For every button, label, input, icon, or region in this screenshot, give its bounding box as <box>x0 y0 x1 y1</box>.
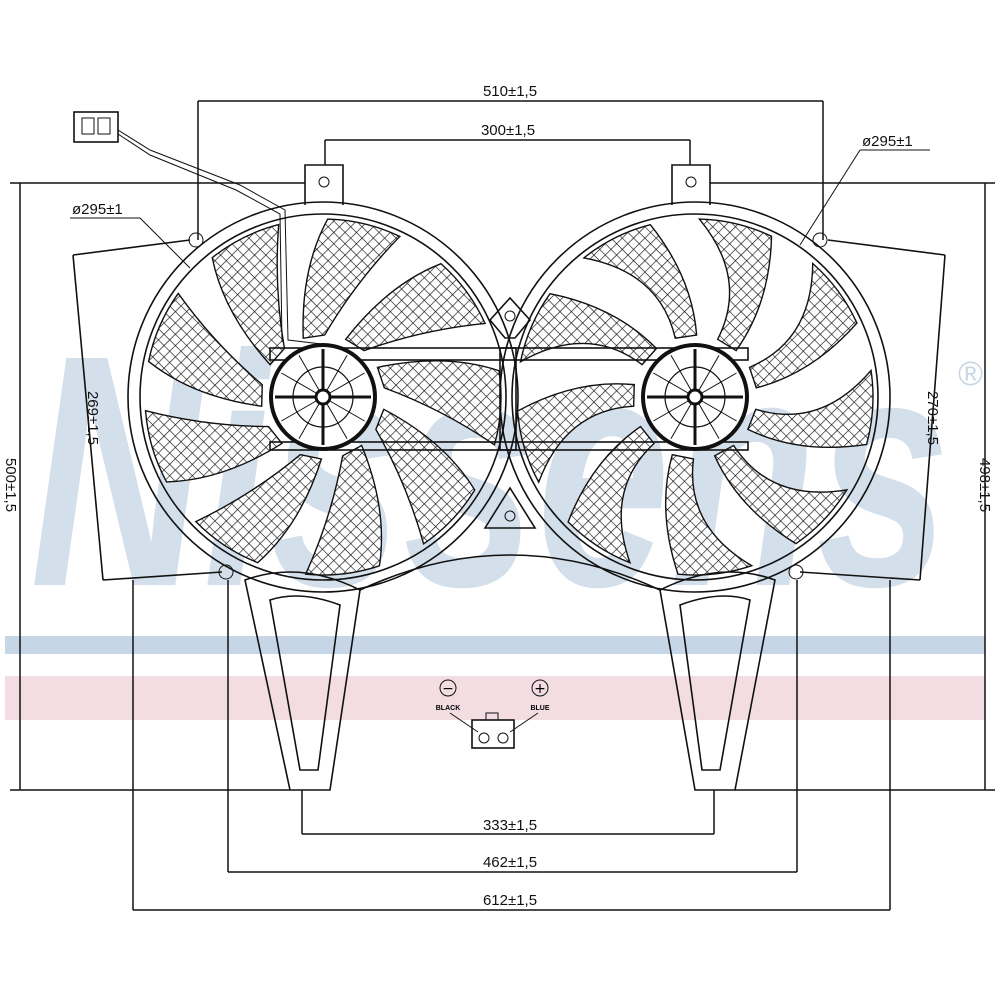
negative-symbol: − <box>442 681 454 697</box>
connector-pinout: − + BLACK BLUE <box>436 679 550 749</box>
dim-462: 462±1,5 <box>483 854 537 871</box>
fan-blade <box>582 223 698 340</box>
dimension-lines <box>10 100 995 911</box>
fan-blade <box>304 444 383 576</box>
dim-diameter-left: ø295±1 <box>72 201 123 218</box>
fan-motors <box>269 343 749 451</box>
motor-crossbar <box>269 347 749 451</box>
fan-blade <box>344 262 487 352</box>
fan-blade <box>697 218 773 352</box>
dim-612: 612±1,5 <box>483 892 537 909</box>
negative-terminal-icon <box>439 679 457 697</box>
positive-symbol: + <box>534 681 546 697</box>
fan-blade <box>567 425 655 564</box>
fan-blade <box>748 261 858 389</box>
fan-blade <box>746 368 874 449</box>
dim-500: 500±1,5 <box>2 458 19 512</box>
motor-hub-icon <box>641 343 749 451</box>
fan-blade <box>194 453 323 564</box>
mounting-tabs <box>188 164 828 580</box>
dim-498: 498±1,5 <box>976 458 993 512</box>
dim-diameter-right: ø295±1 <box>862 133 913 150</box>
support-legs <box>244 554 776 791</box>
dim-270: 270±1,5 <box>924 391 941 445</box>
dim-510: 510±1,5 <box>483 83 537 100</box>
watermark-blue-bar <box>5 636 985 654</box>
blue-wire-label: BLUE <box>530 705 549 712</box>
registered-mark: ® <box>958 355 983 393</box>
fan-blade <box>519 292 658 366</box>
wire-harness <box>73 111 331 346</box>
fan-blade <box>302 218 402 340</box>
fan-blade <box>144 409 283 483</box>
dimension-labels: 510±1,5 300±1,5 ø295±1 ø295±1 269±1,5 27… <box>2 83 993 909</box>
dim-269: 269±1,5 <box>84 391 101 445</box>
fan-blade <box>211 223 286 366</box>
dim-300: 300±1,5 <box>481 122 535 139</box>
motor-hub-icon <box>269 343 377 451</box>
dim-333: 333±1,5 <box>483 817 537 834</box>
plug-icon <box>73 111 119 143</box>
fan-blades <box>144 218 874 576</box>
fan-blade <box>664 453 754 576</box>
positive-terminal-icon <box>531 679 549 697</box>
shroud-outline <box>72 239 946 581</box>
black-wire-label: BLACK <box>436 705 461 712</box>
fan-blade <box>147 292 263 408</box>
fan-blade <box>713 444 849 545</box>
connector-icon <box>471 719 515 749</box>
